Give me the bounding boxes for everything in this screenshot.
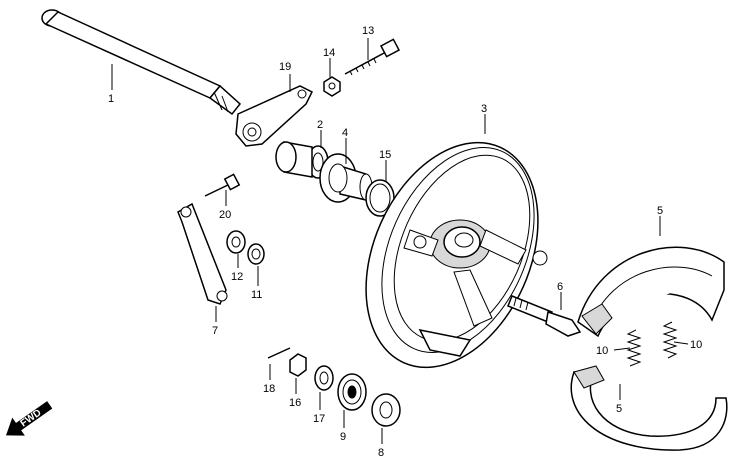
brake-shoe-upper: [577, 246, 725, 338]
brake-panel: [365, 141, 548, 369]
label-10-left: 10: [596, 345, 608, 357]
spring-right: [662, 321, 678, 359]
seal-8: [371, 393, 401, 427]
label-1: 1: [108, 93, 114, 105]
axle: [41, 9, 242, 116]
label-5-upper: 5: [657, 205, 663, 217]
pin-18: [267, 347, 291, 359]
forward-arrow-icon: FWD: [5, 401, 53, 436]
label-9: 9: [340, 431, 346, 443]
leader-lines: [111, 38, 689, 444]
label-2: 2: [317, 119, 323, 131]
brake-shoe-lower: [570, 365, 728, 451]
label-8: 8: [378, 447, 384, 459]
label-11: 11: [251, 289, 262, 301]
label-3: 3: [481, 103, 487, 115]
label-10-right: 10: [690, 339, 702, 351]
brake-arm: [235, 85, 314, 147]
label-18: 18: [263, 383, 275, 395]
bearing-9: [337, 373, 367, 411]
brake-rod-arm: [177, 202, 228, 305]
bolt-20: [204, 173, 241, 197]
brake-cam: [507, 295, 582, 337]
collar-2: [275, 141, 329, 179]
spring-left: [626, 329, 642, 367]
label-16: 16: [289, 397, 301, 409]
label-4: 4: [342, 127, 348, 139]
nut-16: [289, 353, 307, 377]
label-14: 14: [323, 47, 335, 59]
label-19: 19: [279, 61, 291, 73]
label-20: 20: [219, 209, 231, 221]
label-17: 17: [313, 413, 325, 425]
label-7: 7: [212, 325, 218, 337]
label-5-lower: 5: [616, 403, 622, 415]
label-12: 12: [231, 271, 243, 283]
nut-14: [323, 76, 341, 97]
label-13: 13: [362, 25, 374, 37]
label-6: 6: [557, 281, 563, 293]
label-15: 15: [379, 149, 391, 161]
bolt-13: [344, 38, 401, 76]
